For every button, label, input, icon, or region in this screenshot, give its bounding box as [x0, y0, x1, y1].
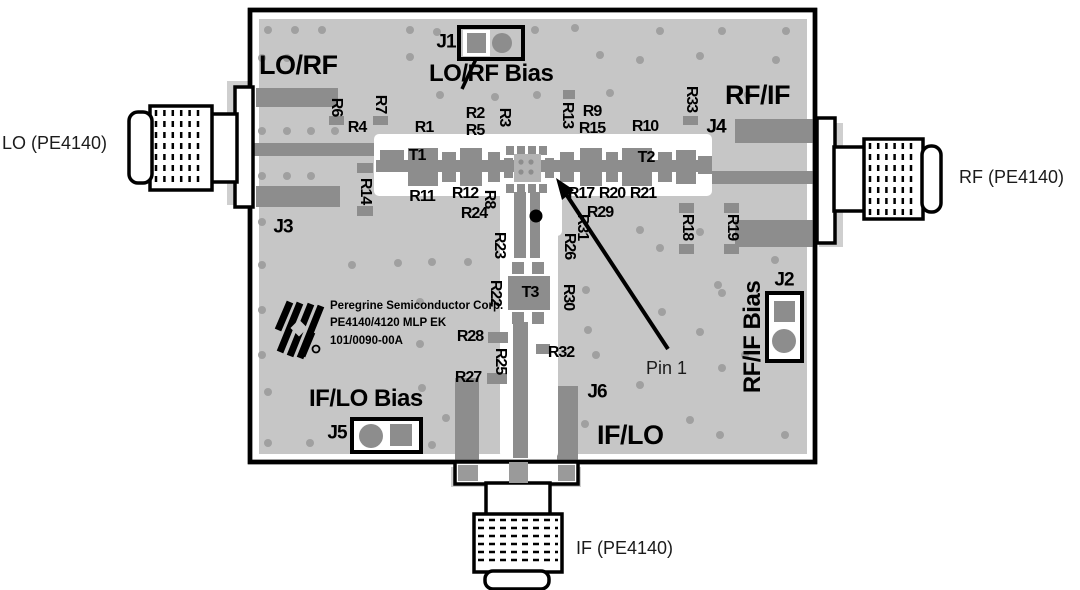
refdes-label-r3: R3: [496, 107, 513, 127]
silk-label-if-lo-bias: IF/LO Bias: [309, 385, 423, 412]
refdes-label-t1: T1: [408, 147, 427, 164]
silk-label-rf-if-bias: RF/IF Bias: [739, 280, 766, 394]
mfr-model-text: PE4140/4120 MLP EK: [330, 317, 447, 329]
silk-label-rf-if: RF/IF: [725, 80, 791, 110]
j2-square-pad: [774, 301, 795, 322]
refdes-label-r19: R19: [724, 213, 741, 241]
pin1-marker-dot: [529, 209, 543, 223]
refdes-label-r20: R20: [598, 185, 626, 202]
refdes-label-r31: R31: [574, 213, 591, 241]
sma-threads-if: [478, 518, 558, 562]
refdes-label-r24: R24: [460, 205, 488, 222]
connector-label-j3: J3: [273, 216, 293, 238]
refdes-label-r7: R7: [372, 94, 389, 114]
center-ic-footprint: [514, 154, 543, 223]
copper-ground-bars: [252, 88, 813, 462]
refdes-label-r21: R21: [629, 185, 657, 202]
refdes-label-r10: R10: [631, 118, 659, 135]
silk-label-lo-rf-bias: LO/RF Bias: [429, 60, 554, 87]
refdes-label-r4: R4: [347, 119, 367, 136]
refdes-label-r13: R13: [559, 101, 576, 129]
sma-connector-lo: [127, 85, 255, 209]
mfr-partnum-text: 101/0090-00A: [330, 335, 403, 347]
refdes-label-r32: R32: [547, 344, 575, 361]
connector-label-j5: J5: [327, 422, 347, 444]
j5-square-pad: [390, 424, 412, 446]
j2-bias-header: [765, 291, 804, 363]
refdes-label-r29: R29: [586, 204, 614, 221]
copper-pads: [329, 90, 739, 458]
port-label-rf: RF (PE4140): [959, 167, 1065, 187]
connector-label-j1: J1: [436, 31, 456, 53]
sma-threads-rf: [868, 143, 913, 215]
refdes-label-r33: R33: [683, 85, 700, 113]
silk-label-if-lo: IF/LO: [597, 420, 664, 450]
j5-round-pad: [359, 424, 383, 448]
refdes-label-r27: R27: [454, 369, 482, 386]
refdes-label-r9: R9: [582, 103, 602, 120]
j2-round-pad: [772, 329, 796, 353]
pin1-arrow: [556, 178, 670, 351]
connector-label-j4: J4: [706, 116, 726, 138]
refdes-label-r22: R22: [487, 279, 504, 307]
peregrine-logo: [274, 300, 325, 360]
silk-label-lo-rf: LO/RF: [259, 50, 338, 80]
refdes-label-r6: R6: [328, 97, 345, 117]
refdes-label-r28: R28: [456, 328, 484, 345]
j1-round-pad: [492, 33, 512, 53]
refdes-label-r5: R5: [465, 122, 485, 139]
logo-registered-mark: [311, 344, 321, 354]
refdes-label-r25: R25: [492, 347, 509, 375]
j1-bias-header: [457, 25, 525, 90]
refdes-label-r18: R18: [679, 213, 696, 241]
sma-threads-lo: [154, 110, 200, 186]
j5-bias-header: [350, 417, 423, 454]
connector-label-j2: J2: [774, 269, 794, 291]
connector-label-j6: J6: [587, 381, 607, 403]
sma-connector-rf: [815, 116, 943, 245]
refdes-label-r1: R1: [414, 119, 434, 136]
j1-square-pad: [467, 33, 486, 53]
port-label-if: IF (PE4140): [576, 538, 674, 558]
refdes-label-r14: R14: [357, 177, 374, 205]
refdes-label-r23: R23: [491, 231, 508, 259]
refdes-label-t2: T2: [637, 149, 656, 166]
refdes-label-r15: R15: [578, 120, 606, 137]
refdes-label-r17: R17: [567, 185, 595, 202]
refdes-label-r30: R30: [560, 283, 577, 311]
refdes-label-r12: R12: [451, 185, 479, 202]
refdes-label-r11: R11: [409, 188, 435, 205]
pin1-annotation: Pin 1: [646, 358, 688, 378]
port-label-lo: LO (PE4140): [2, 133, 108, 153]
via-field: [258, 24, 790, 449]
flange-copper-overlay: [458, 462, 575, 483]
refdes-label-r2: R2: [465, 105, 485, 122]
mfr-name-text: Peregrine Semiconductor Corp.: [330, 300, 504, 312]
refdes-label-t3: T3: [521, 284, 540, 301]
